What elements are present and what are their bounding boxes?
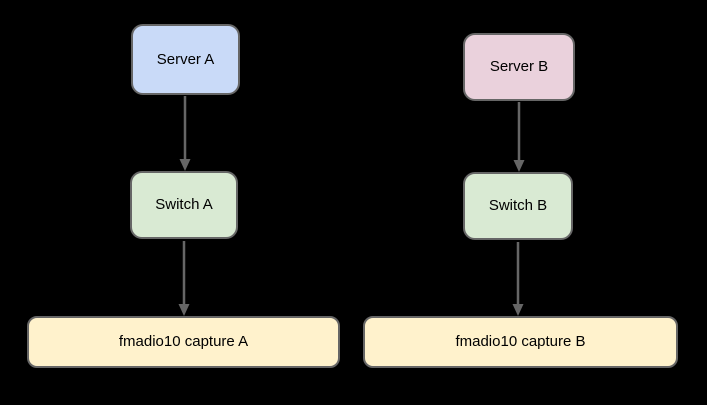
node-server-a-label: Server A: [156, 50, 215, 68]
node-switch-b-label: Switch B: [488, 197, 548, 214]
node-fmadio10-capture-a: fmadio10 capture A: [27, 316, 340, 368]
arrow-switch-b-to-capture-b: [512, 242, 524, 316]
node-server-b: Server B: [463, 33, 575, 101]
arrow-server-b-to-switch-b: [513, 102, 525, 172]
node-server-a: Server A: [131, 24, 240, 95]
node-fmadio10-capture-b-label: fmadio10 capture B: [455, 333, 586, 350]
node-server-b-label: Server B: [489, 58, 549, 75]
arrow-switch-a-to-capture-a: [178, 241, 190, 316]
node-switch-b: Switch B: [463, 172, 573, 240]
node-fmadio10-capture-a-label: fmadio10 capture A: [118, 333, 249, 350]
node-switch-a: Switch A: [130, 171, 238, 239]
node-fmadio10-capture-b: fmadio10 capture B: [363, 316, 678, 368]
node-switch-a-label: Switch A: [155, 196, 213, 213]
arrow-server-a-to-switch-a: [179, 96, 191, 171]
